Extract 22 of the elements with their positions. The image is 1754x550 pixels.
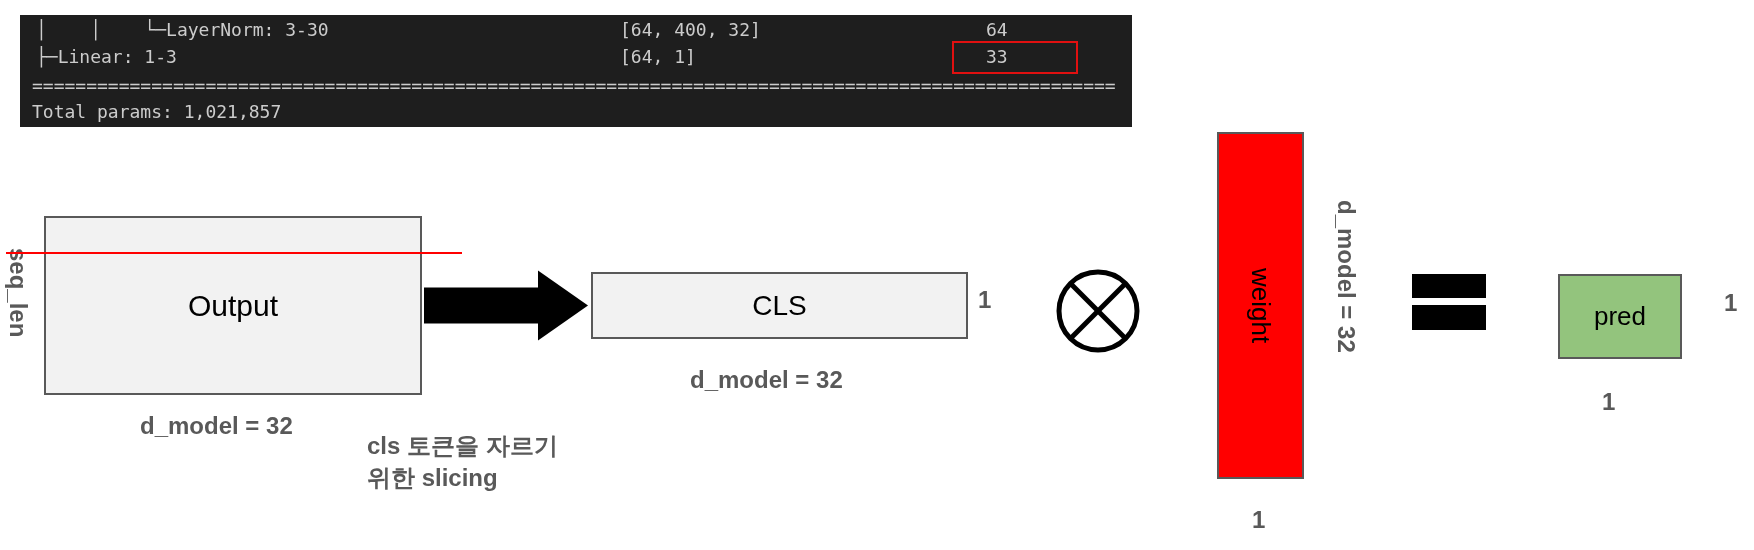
dimension-label: 1 — [1252, 508, 1266, 532]
dimension-label: 1 — [978, 288, 992, 312]
dimension-label: d_model = 32 — [1334, 200, 1358, 353]
note-text: cls 토큰을 자르기 위한 slicing — [367, 431, 559, 494]
dimension-label: seq_len — [6, 248, 30, 338]
terminal-text: 33 — [986, 48, 1008, 66]
terminal-text: [64, 400, 32] — [620, 21, 761, 39]
dimension-label: 1 — [1602, 390, 1616, 414]
block-arrow — [424, 270, 588, 341]
terminal-text: │ │ └─LayerNorm: 3-30 — [36, 21, 329, 39]
cls-box: CLS — [591, 272, 968, 339]
dimension-label: 1 — [1724, 291, 1738, 315]
pred-box: pred — [1558, 274, 1682, 359]
weight-bar: weight — [1217, 132, 1304, 479]
terminal-text: 64 — [986, 21, 1008, 39]
terminal-text: ├─Linear: 1-3 — [36, 48, 177, 66]
separator-line: ==================================================================================================== — [32, 77, 1116, 95]
terminal-text: [64, 1] — [620, 48, 696, 66]
terminal-text: Total params: 1,021,857 — [32, 103, 282, 121]
dimension-label: d_model = 32 — [140, 414, 293, 438]
dimension-label: d_model = 32 — [690, 368, 843, 392]
output-box: Output — [44, 216, 422, 395]
